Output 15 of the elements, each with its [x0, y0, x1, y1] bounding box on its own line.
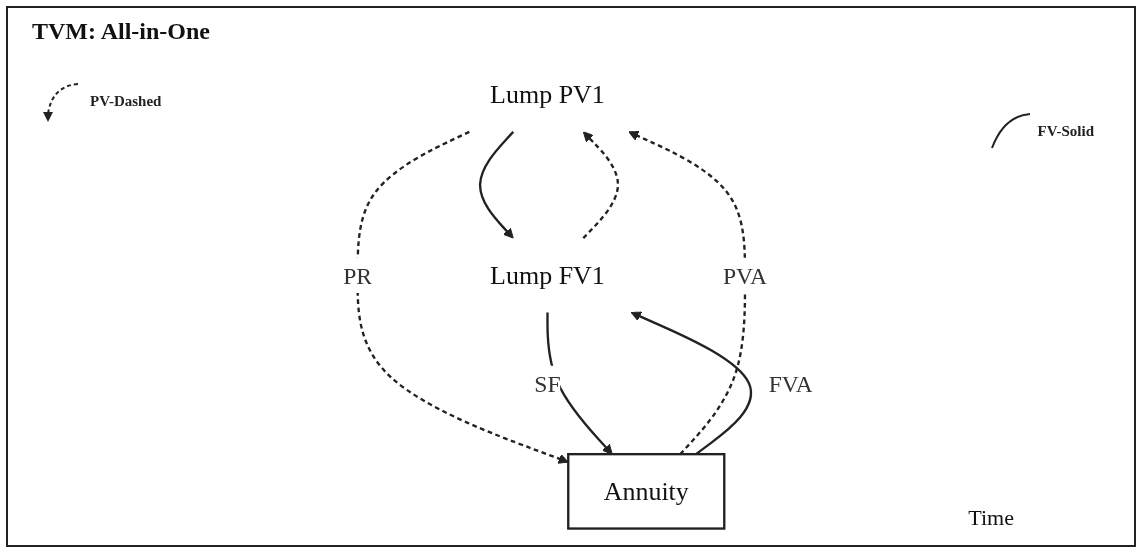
diagram-title: TVM: All-in-One [32, 18, 210, 45]
legend-text: FV-Solid [1037, 122, 1094, 140]
node-text: Lump PV1 [490, 79, 605, 110]
arrow [356, 130, 569, 464]
axis-label: Time [968, 505, 1014, 531]
arrow [582, 131, 620, 239]
edge-label: SF [534, 370, 561, 397]
edge-label: PR [343, 262, 373, 289]
arrow [478, 131, 515, 239]
arrow [628, 131, 747, 455]
edge-label: PVA [722, 262, 768, 289]
edge-label: FVA [768, 370, 813, 397]
legend-text: PV-Dashed [90, 92, 162, 110]
node-text: Lump FV1 [490, 260, 605, 291]
node-box: Annuity [567, 453, 726, 530]
